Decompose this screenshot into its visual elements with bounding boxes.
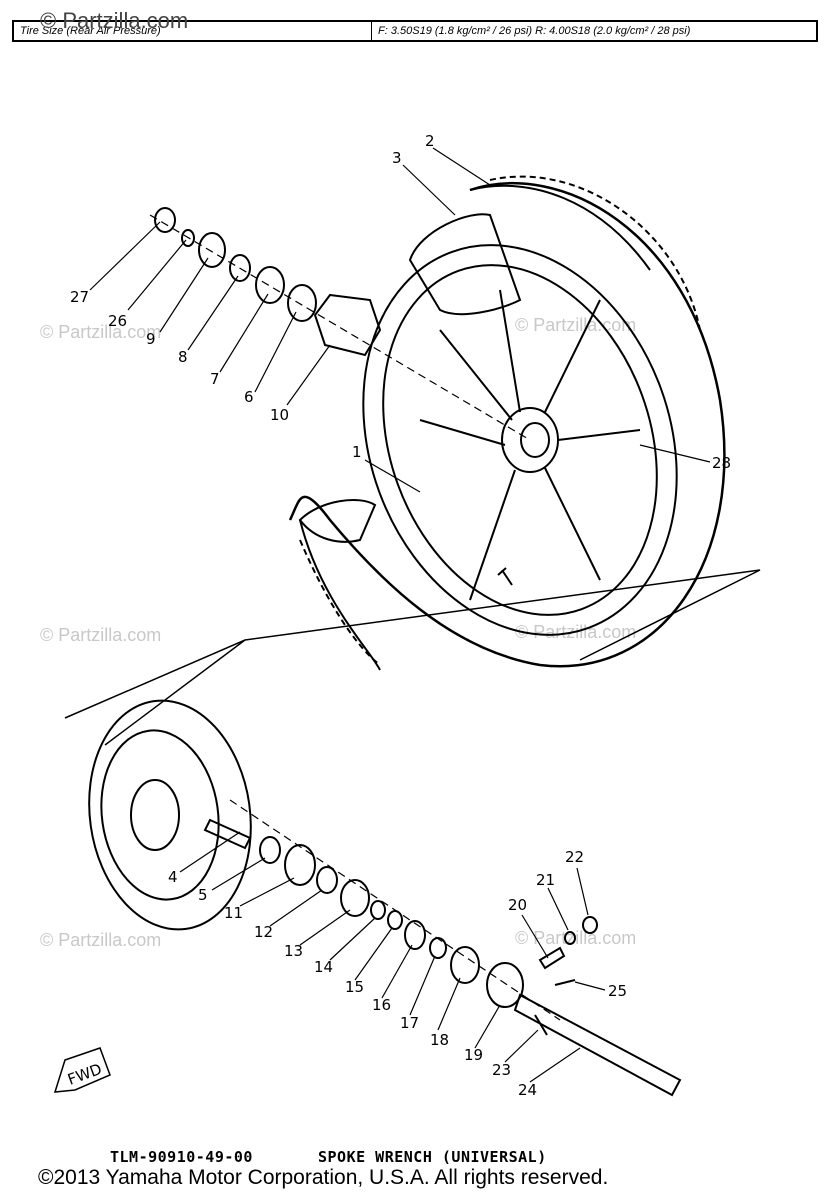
washer-15 <box>387 910 403 930</box>
spacer-5 <box>259 836 281 864</box>
bearing-7 <box>255 266 285 304</box>
callout-12: 12 <box>254 923 273 941</box>
washer-21 <box>564 931 576 945</box>
callout-24: 24 <box>518 1081 537 1099</box>
projection-box <box>64 569 761 719</box>
tire <box>288 182 726 668</box>
callout-14: 14 <box>314 958 333 976</box>
seal-13 <box>340 879 370 917</box>
watermark: © Partzilla.com <box>40 930 162 950</box>
washer-14 <box>370 900 386 920</box>
callout-17: 17 <box>400 1014 419 1032</box>
seal-18 <box>450 946 480 984</box>
callout-10: 10 <box>270 406 289 424</box>
tire-spec-bar: Tire Size (Rear Air Pressure) F: 3.50S19… <box>12 20 818 42</box>
pin-25 <box>554 979 576 986</box>
callout-20: 20 <box>508 896 527 914</box>
callout-27: 27 <box>70 288 89 306</box>
bushing-22 <box>582 916 598 934</box>
callout-3: 3 <box>392 149 402 167</box>
axle-4 <box>203 818 252 850</box>
callout-16: 16 <box>372 996 391 1014</box>
sprocket-10 <box>313 293 382 357</box>
copyright-notice: ©2013 Yamaha Motor Corporation, U.S.A. A… <box>38 1166 609 1189</box>
watermark: © Partzilla.com <box>40 322 162 342</box>
gear-16 <box>404 920 426 950</box>
callout-21: 21 <box>536 871 555 889</box>
brake-disc <box>88 699 252 931</box>
callout-8: 8 <box>178 348 188 366</box>
tube <box>408 213 522 316</box>
washer-17 <box>429 937 447 959</box>
callout-1: 1 <box>352 443 362 461</box>
callout-2: 2 <box>425 132 435 150</box>
callout-9: 9 <box>146 330 156 348</box>
watermark: © Partzilla.com <box>40 625 162 645</box>
meter-housing-19 <box>486 962 524 1008</box>
callout-26: 26 <box>108 312 127 330</box>
spacer-12 <box>316 866 338 894</box>
gear-20 <box>538 946 566 970</box>
special-tool-code: TLM-90910-49-00 <box>110 1148 253 1166</box>
callout-19: 19 <box>464 1046 483 1064</box>
callout-4: 4 <box>168 868 178 886</box>
callout-7: 7 <box>210 370 220 388</box>
tire-spec-label: Tire Size (Rear Air Pressure) <box>14 22 372 40</box>
callout-6: 6 <box>244 388 254 406</box>
axle-24 <box>513 993 682 1097</box>
callout-15: 15 <box>345 978 364 996</box>
callout-22: 22 <box>565 848 584 866</box>
callout-28: 28 <box>712 454 731 472</box>
tire-spec-value: F: 3.50S19 (1.8 kg/cm² / 26 psi) R: 4.00… <box>378 25 691 37</box>
bearing-11 <box>284 844 316 886</box>
callout-23: 23 <box>492 1061 511 1079</box>
watermark-top: © Partzilla.com <box>40 8 189 33</box>
fwd-label: FWD <box>65 1060 104 1089</box>
rim <box>362 244 678 636</box>
spacer-8 <box>229 254 251 282</box>
seal-9 <box>198 232 226 268</box>
fwd-arrow <box>53 1047 111 1093</box>
bearing-6 <box>287 284 317 322</box>
callout-13: 13 <box>284 942 303 960</box>
callout-18: 18 <box>430 1031 449 1049</box>
callout-11: 11 <box>224 904 243 922</box>
nut-27 <box>154 207 176 233</box>
callout-5: 5 <box>198 886 208 904</box>
special-tool-name: SPOKE WRENCH (UNIVERSAL) <box>318 1148 547 1166</box>
washer-26 <box>181 229 195 247</box>
callout-25: 25 <box>608 982 627 1000</box>
